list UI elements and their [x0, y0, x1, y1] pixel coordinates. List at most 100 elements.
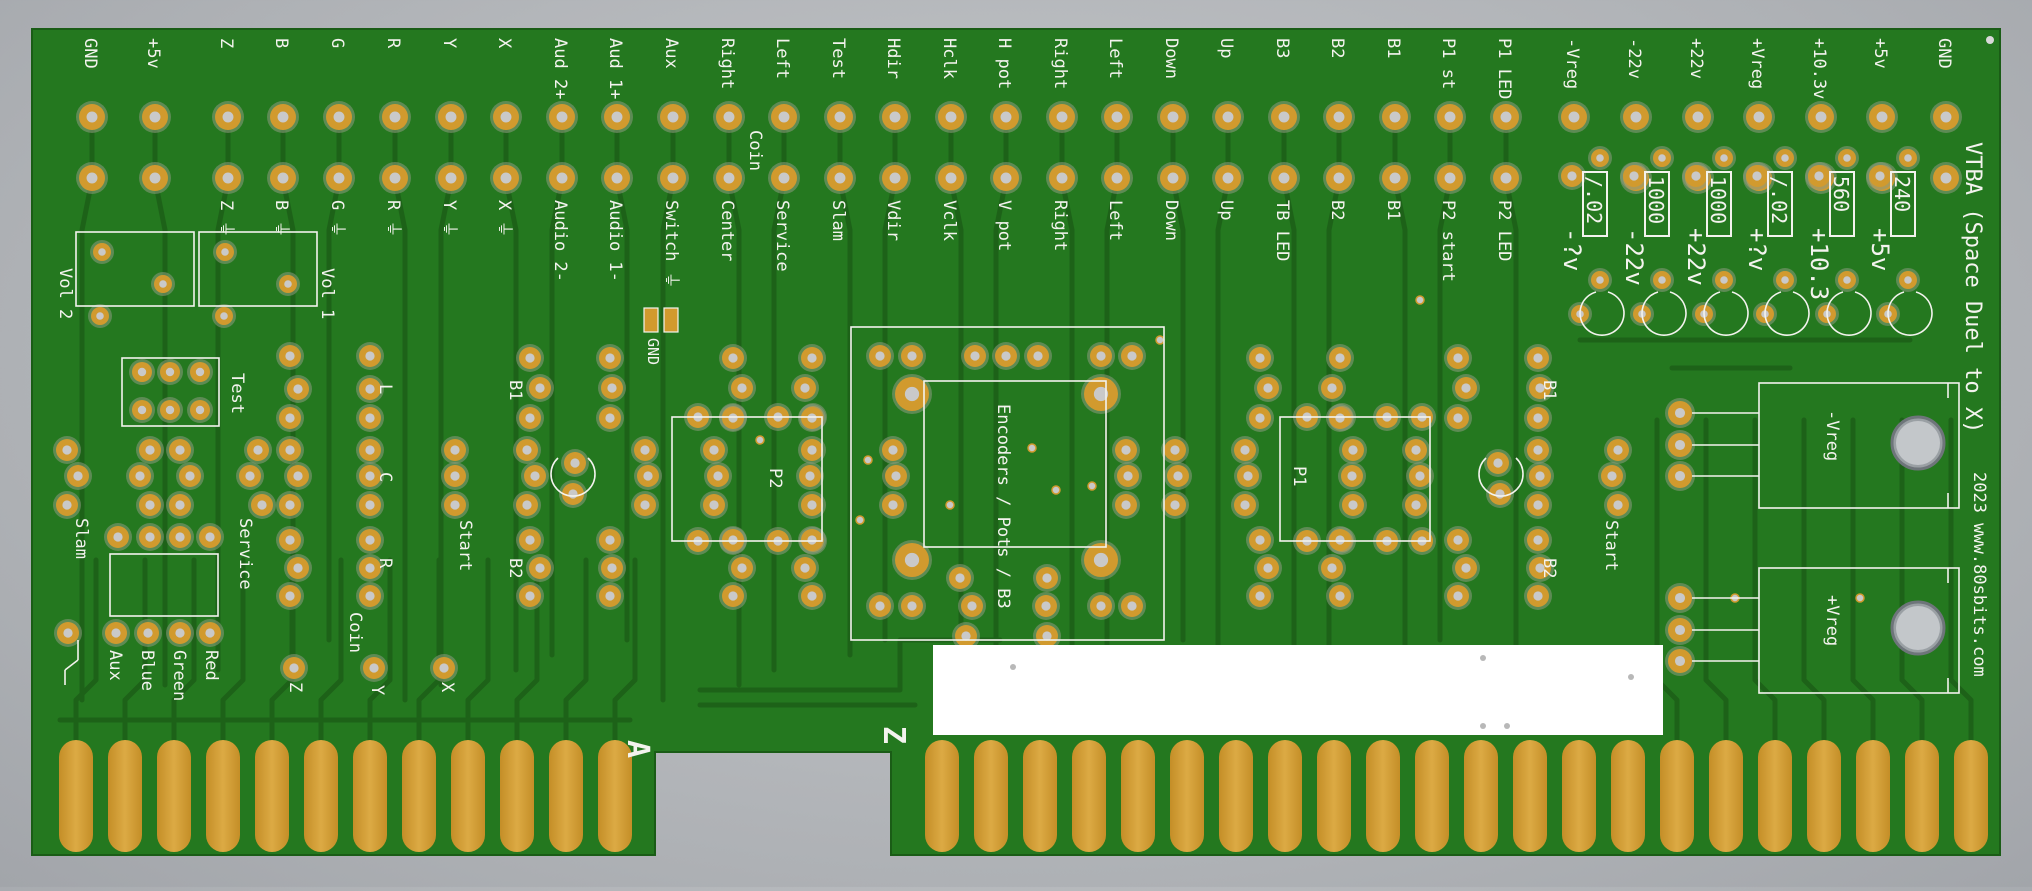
pad [1444, 582, 1472, 610]
coin-label: Coin [345, 612, 365, 653]
pin-label-bottom: G ⏚ [327, 200, 347, 237]
pad [356, 491, 384, 519]
c-label: C [375, 472, 395, 482]
pad [1246, 582, 1274, 610]
pad [441, 462, 469, 490]
pin-label-top: B2 [1327, 38, 1347, 58]
pad [196, 619, 224, 647]
pad [53, 491, 81, 519]
pin-label-top: +10.3v [1809, 38, 1829, 99]
pin-label-bottom: Service [772, 200, 792, 272]
pad [102, 619, 130, 647]
top-pin-pad [1743, 101, 1775, 133]
pad [356, 526, 384, 554]
pad [634, 462, 662, 490]
pin-label-top: +22v [1686, 38, 1706, 79]
pad [1118, 592, 1146, 620]
pad [284, 375, 312, 403]
top-pin-pad [1930, 101, 1962, 133]
regulator-voltage: -22v [1620, 228, 1648, 286]
edge-finger [1121, 740, 1155, 852]
edge-finger [1170, 740, 1204, 852]
pin-label-top: Down [1161, 38, 1181, 79]
pad [631, 436, 659, 464]
top-pin-pad [1323, 101, 1355, 133]
regulator-values: /.02-?v1000-22v1000+22v/.02+?v560+10.324… [1558, 171, 1916, 300]
regulator-value: /.02-?v [1558, 171, 1608, 271]
edge-finger [1758, 740, 1792, 852]
top-pin-pad [601, 101, 633, 133]
pin-label-top: Z [216, 38, 236, 48]
board-title: VTBA (Space Duel to X) [1960, 142, 1985, 433]
cap-pad [1743, 162, 1771, 190]
cap-pad [1712, 146, 1736, 170]
edge-finger [206, 740, 240, 852]
pad [1087, 592, 1115, 620]
pad [284, 554, 312, 582]
pin-label-top: -Vreg [1562, 38, 1582, 89]
pad [276, 404, 304, 432]
pin-label-top: Left [772, 38, 792, 79]
pin-label-top: B3 [1272, 38, 1292, 58]
pad [1665, 615, 1695, 645]
slam-label: Slam [71, 518, 91, 559]
pad [129, 359, 155, 385]
pad [356, 554, 384, 582]
edge-finger [1513, 740, 1547, 852]
pad [513, 436, 541, 464]
top-pin-pad [657, 101, 689, 133]
pad [866, 342, 894, 370]
pin-label-top: Y [439, 38, 459, 48]
b1-right-label: B1 [1539, 380, 1559, 400]
top-pin-pad [139, 101, 171, 133]
pad [798, 526, 826, 554]
pin-label-top: Aud 2+ [550, 38, 570, 99]
pad [1444, 404, 1472, 432]
top-pin-pad [1434, 101, 1466, 133]
pad [248, 491, 276, 519]
pad [1526, 554, 1554, 582]
edge-finger [1611, 740, 1645, 852]
pin-label-top: Hclk [939, 38, 959, 79]
pad [1526, 462, 1554, 490]
pin-label-bottom: B ⏚ [271, 200, 291, 237]
pad [276, 491, 304, 519]
edge-finger [59, 740, 93, 852]
bottom-pin-pad [1268, 162, 1300, 194]
top-pin-pad [267, 101, 299, 133]
coin-top-label: Coin [745, 130, 765, 171]
pad [879, 436, 907, 464]
pad [1112, 491, 1140, 519]
pin-label-bottom: Vclk [939, 200, 959, 241]
pad [104, 523, 132, 551]
pad [356, 436, 384, 464]
pad [1524, 582, 1552, 610]
edge-finger [1317, 740, 1351, 852]
pin-label-top: P1 st [1438, 38, 1458, 89]
pad [1338, 462, 1366, 490]
pad [719, 404, 747, 432]
pad [90, 240, 114, 264]
pad [360, 654, 388, 682]
regulator-ref: 560 [1829, 176, 1853, 212]
pin-label-bottom: Y ⏚ [439, 200, 459, 237]
edge-mark-z: Z [876, 726, 911, 744]
pad [513, 491, 541, 519]
top-pin-pad [1046, 101, 1078, 133]
pad [356, 342, 384, 370]
pin-label-top: B1 [1383, 38, 1403, 58]
cap-pad [1650, 146, 1674, 170]
pad [866, 592, 894, 620]
pin-label-bottom: Z ⏚ [216, 200, 236, 237]
edge-finger [1268, 740, 1302, 852]
pin-label-top: B [271, 38, 291, 48]
cap-pad [1835, 268, 1859, 292]
bottom-pin-pad [139, 162, 171, 194]
pad [157, 359, 183, 385]
blank-label-area [933, 645, 1663, 735]
pad [952, 622, 980, 650]
pad [430, 654, 458, 682]
cap-pad [1773, 146, 1797, 170]
